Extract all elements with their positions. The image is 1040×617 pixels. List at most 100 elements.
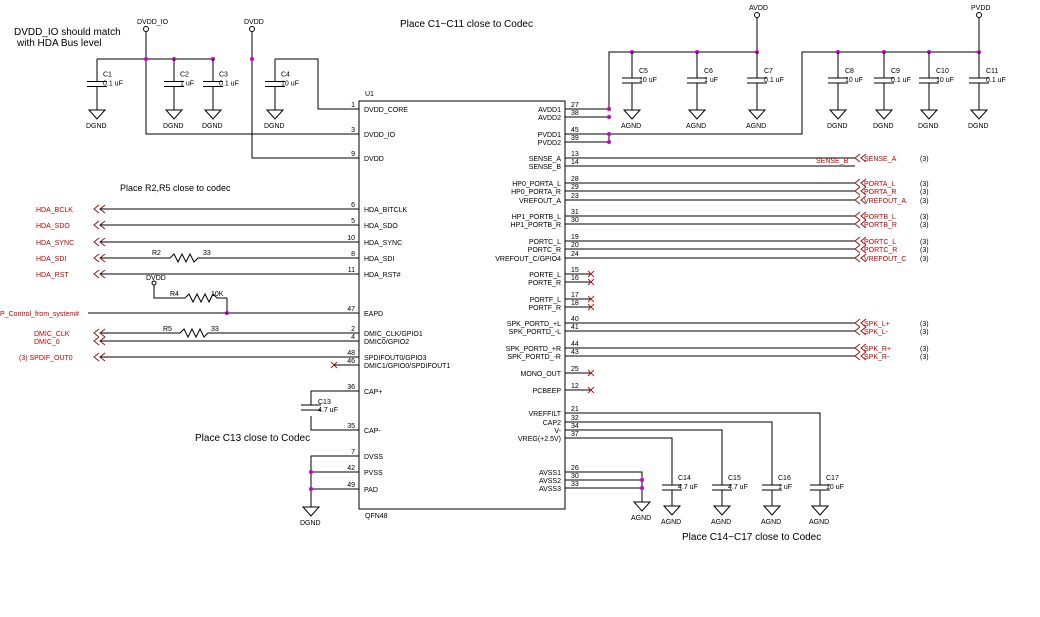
cap-c9-ground: DGND — [873, 109, 894, 130]
pin-name: PAD — [364, 487, 378, 494]
cap-c17-value: 10 uF — [826, 484, 844, 491]
cap-c3-value: 0.1 uF — [219, 81, 239, 88]
note-c1-c11: Place C1~C11 close to Codec — [400, 19, 533, 30]
net-label: PORTB_R — [864, 222, 897, 229]
cap-c16-value: 1 uF — [778, 484, 792, 491]
net-label: DMIC_0 — [34, 339, 60, 346]
no-connect-mark — [587, 303, 595, 311]
pin-name: HP0_PORTA_R — [511, 189, 561, 196]
net-arrow — [854, 326, 867, 336]
cap-c8-value: 10 uF — [845, 77, 863, 84]
net-label: (3) SPDIF_OUT0 — [19, 355, 73, 362]
r2-refdes: R2 — [152, 250, 161, 257]
pin-number: 27 — [571, 102, 579, 109]
net-sheet-ref: (3) — [920, 354, 929, 361]
net-sheet-ref: (3) — [920, 346, 929, 353]
net-label: SPK_R+ — [864, 346, 891, 353]
supply-dvdd: DVDD — [244, 19, 264, 26]
net-sheet-ref: (3) — [920, 256, 929, 263]
net-arrow — [854, 219, 867, 229]
pin-number: 34 — [571, 423, 579, 430]
no-connect-mark — [587, 270, 595, 278]
supply-dvdd-io: DVDD_IO — [137, 19, 169, 26]
c13-value: 4.7 uF — [318, 407, 338, 414]
cap-c4-ground: DGND — [264, 109, 285, 130]
cap-c14-value: 4.7 uF — [678, 484, 698, 491]
supply-pvdd: PVDD — [971, 5, 990, 12]
pin-number: 40 — [571, 316, 579, 323]
net-arrow — [854, 244, 867, 254]
cap-c17-ground: AGND — [809, 505, 829, 526]
net-label: PORTC_L — [864, 239, 896, 246]
net-right-0: SENSE_A(3) — [585, 153, 929, 163]
pin-number: 23 — [571, 193, 579, 200]
pin-name: DMIC_CLK/GPIO1 — [364, 331, 423, 338]
pin-number: 30 — [571, 473, 579, 480]
net-label: HDA_SYNC — [36, 240, 74, 247]
ground-dgnd-ic: DGND — [300, 506, 321, 527]
cap-c11-refdes: C11 — [986, 68, 998, 75]
pin-number: 30 — [571, 217, 579, 224]
svg-text:DGND: DGND — [264, 123, 285, 130]
no-connect-mark — [587, 295, 595, 303]
pin-name: AVDD1 — [538, 107, 561, 114]
ic-body — [358, 100, 566, 510]
cap-c17-refdes: C17 — [826, 475, 839, 482]
pin-number: 12 — [571, 383, 579, 390]
net-label: PORTA_L — [864, 181, 895, 188]
net-label: SPK_R- — [864, 354, 890, 361]
cap-c3-ground: DGND — [202, 109, 223, 130]
net-arrow — [854, 153, 867, 163]
net-label: VREFOUT_C — [864, 256, 906, 263]
net-arrow — [854, 195, 867, 205]
pin-name: AVDD2 — [538, 115, 561, 122]
cap-c8-ground: DGND — [827, 109, 848, 130]
svg-text:AGND: AGND — [621, 123, 641, 130]
net-label: DMIC_CLK — [34, 331, 70, 338]
net-label: SENSE_A — [864, 156, 897, 163]
pin-name: PCBEEP — [533, 388, 562, 395]
pin-number: 15 — [571, 267, 579, 274]
svg-text:AGND: AGND — [746, 123, 766, 130]
pin-name: SENSE_A — [529, 156, 562, 163]
pin-name: CAP- — [364, 428, 381, 435]
pin-name: SPK_PORTD_-R — [507, 354, 561, 361]
pin-number: 18 — [571, 300, 579, 307]
pin-name: HP1_PORTB_L — [512, 214, 561, 221]
net-label: P_Control_from_system# — [0, 311, 79, 318]
net-right-11: SPK_R+ (3) — [585, 343, 929, 353]
ic-refdes: U1 — [365, 91, 374, 98]
cap-c4-value: 10 uF — [281, 81, 299, 88]
pin-number: 44 — [571, 341, 579, 348]
svg-text:DGND: DGND — [968, 123, 989, 130]
cap-c7-value: 0.1 uF — [764, 77, 784, 84]
pin-number: 36 — [347, 384, 355, 391]
svg-text:AGND: AGND — [711, 519, 731, 526]
cap-c16-ground: AGND — [761, 505, 781, 526]
svg-text:DGND: DGND — [163, 123, 184, 130]
pin-number: 38 — [571, 110, 579, 117]
r4-value: 10K — [211, 291, 224, 298]
pin-number: 48 — [347, 350, 355, 357]
net-sheet-ref: (3) — [920, 321, 929, 328]
pin-name: PORTE_L — [529, 272, 561, 279]
pin-name: DVDD — [364, 156, 384, 163]
svg-text:AGND: AGND — [809, 519, 829, 526]
